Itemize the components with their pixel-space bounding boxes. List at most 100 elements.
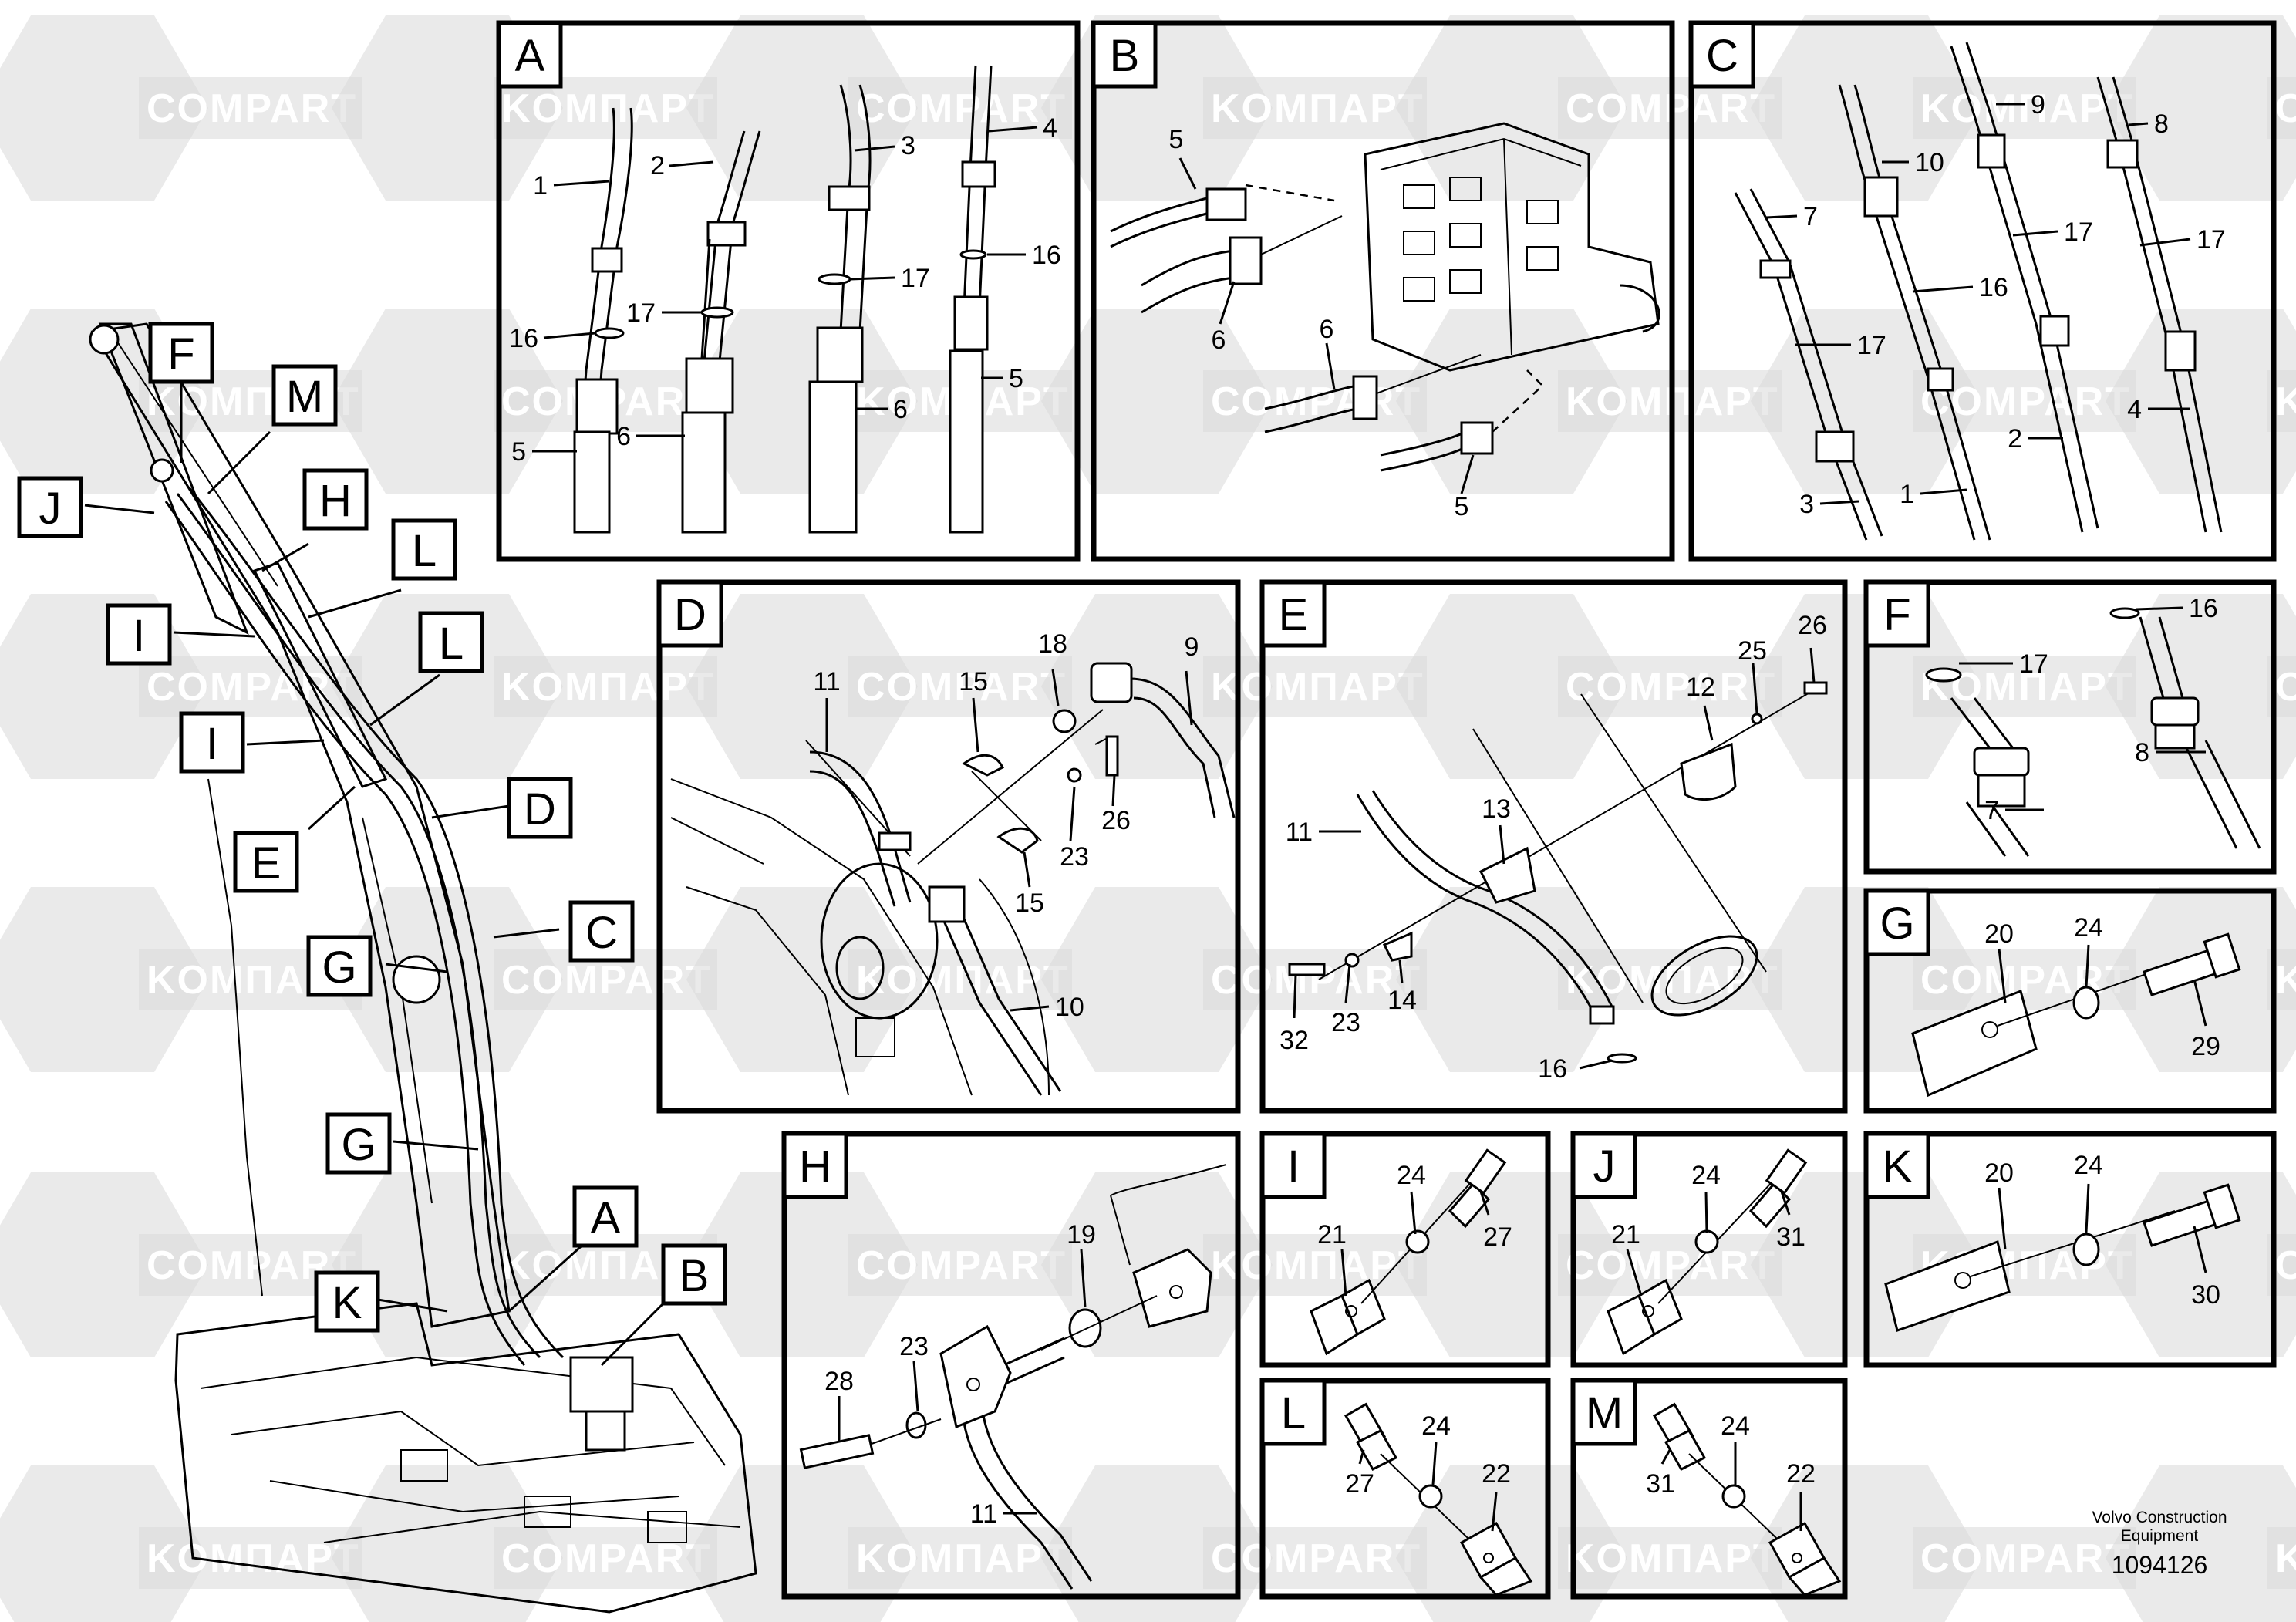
callout-number: 16 — [2189, 594, 2218, 623]
watermark-text: COMPART — [856, 86, 1067, 131]
overview-tag-C: C — [568, 900, 635, 963]
tag-label: G — [322, 943, 356, 993]
callout-number: 19 — [1067, 1220, 1096, 1249]
callout-number: 9 — [2031, 90, 2045, 120]
watermark-text: COMPART — [1211, 1536, 1421, 1581]
watermark-text: KOMПAPT — [501, 665, 715, 710]
watermark-hexagon — [1396, 1172, 1627, 1357]
overview-tag-F: F — [148, 322, 214, 384]
watermark-text: COMPART — [1566, 665, 1776, 710]
overview-tag-K: K — [314, 1270, 380, 1333]
watermark-hexagon — [2106, 594, 2296, 779]
tag-label: L — [439, 619, 464, 669]
watermark-text: COMPART — [2275, 665, 2296, 710]
watermark-text: KOMПAPT — [1211, 86, 1424, 131]
callout-number: 9 — [1185, 632, 1199, 662]
watermark-band — [2267, 1527, 2296, 1589]
watermark-text: COMPART — [1211, 379, 1421, 424]
watermark-hexagon — [1041, 887, 1273, 1072]
watermark-hexagon — [1041, 309, 1273, 494]
watermark-text: KOMПAPT — [2275, 958, 2296, 1003]
overview-boom-illustration — [89, 322, 757, 1614]
watermark-text: COMPART — [2275, 1243, 2296, 1288]
overview-tag-D: D — [507, 777, 573, 839]
callout-number: 23 — [1331, 1008, 1360, 1037]
watermark-hexagon — [1396, 309, 1627, 494]
panel-label: G — [1880, 899, 1914, 949]
callout-number: 17 — [2019, 649, 2048, 679]
watermark-text: COMPART — [1920, 1536, 2131, 1581]
panel-label: I — [1287, 1141, 1300, 1192]
watermark-text: KOMПAPT — [2275, 379, 2296, 424]
callout-number: 6 — [1320, 315, 1334, 344]
callout-number: 2 — [2008, 424, 2022, 454]
callout-number: 27 — [1483, 1222, 1512, 1252]
panel-I: I 24 21 27 — [1259, 1131, 1551, 1368]
callout-number: 15 — [959, 667, 988, 696]
tag-label: I — [206, 719, 218, 769]
overview-tag-E: E — [233, 831, 299, 893]
watermark-band — [848, 1234, 1072, 1296]
watermark-hexagon — [0, 887, 208, 1072]
panel-label: J — [1593, 1141, 1616, 1192]
overview-tag-I2: I — [179, 711, 245, 774]
panel-label: F — [1883, 590, 1910, 640]
watermark-hexagon — [1396, 15, 1627, 201]
callout-number: 15 — [1015, 889, 1044, 918]
panel-label: M — [1586, 1388, 1623, 1438]
callout-number: 24 — [2074, 913, 2103, 943]
watermark-text: KOMПAPT — [1920, 86, 2134, 131]
callout-number: 11 — [1286, 818, 1313, 847]
overview-leaders — [84, 379, 665, 1367]
watermark-band — [1203, 370, 1427, 432]
overview-tag-G1: G — [306, 935, 373, 997]
callout-number: 27 — [1345, 1469, 1374, 1499]
panel-J: J 24 21 31 — [1570, 1131, 1848, 1368]
watermark-band — [1558, 656, 1782, 717]
callout-number: 24 — [1397, 1161, 1426, 1190]
callout-number: 24 — [2074, 1151, 2103, 1180]
overview-tag-B: B — [661, 1243, 727, 1306]
callout-number: 22 — [1786, 1459, 1816, 1489]
callout-number: 5 — [1455, 492, 1469, 521]
callout-number: 21 — [1611, 1220, 1640, 1249]
watermark-text: KOMПAPT — [147, 1536, 360, 1581]
callout-number: 16 — [1979, 273, 2008, 302]
watermark-band — [848, 656, 1072, 717]
watermark-band — [1558, 1234, 1782, 1296]
panel-label: B — [1110, 31, 1140, 81]
callout-number: 1 — [533, 171, 548, 201]
panel-G: G 20 24 29 — [1863, 888, 2277, 1114]
drawing-number: 1094126 — [2112, 1551, 2208, 1579]
callout-number: 20 — [1984, 919, 2014, 949]
callout-number: 32 — [1279, 1026, 1309, 1055]
watermark-text: KOMПAPT — [501, 86, 715, 131]
callout-number: 23 — [1060, 842, 1089, 872]
callout-number: 14 — [1387, 986, 1417, 1015]
watermark-text: COMPART — [2275, 86, 2296, 131]
callout-number: 16 — [509, 324, 538, 353]
callout-number: 3 — [1799, 490, 1814, 519]
callout-number: 17 — [1857, 331, 1886, 360]
watermark-text: COMPART — [501, 1536, 712, 1581]
overview-tag-J: J — [17, 476, 83, 538]
watermark-band — [139, 656, 362, 717]
watermark-band — [1913, 77, 2136, 139]
watermark-band — [139, 1527, 362, 1589]
callout-number: 13 — [1482, 794, 1511, 824]
watermark-hexagon — [686, 15, 918, 201]
panel-A: A — [496, 20, 1081, 562]
panel-B: B 5 6 6 5 — [1091, 20, 1675, 562]
callout-number: 6 — [616, 422, 631, 451]
callout-number: 1 — [1900, 480, 1914, 509]
watermark-hexagon — [1751, 309, 1982, 494]
watermark-band — [1203, 77, 1427, 139]
callout-number: 20 — [1984, 1158, 2014, 1188]
overview-tag-G2: G — [325, 1112, 392, 1175]
callout-number: 11 — [813, 667, 840, 696]
tag-label: B — [679, 1251, 710, 1301]
callout-number: 5 — [1169, 125, 1184, 154]
tag-label: I — [133, 611, 145, 661]
callout-number: 31 — [1776, 1222, 1805, 1252]
callout-number: 6 — [1212, 325, 1226, 355]
